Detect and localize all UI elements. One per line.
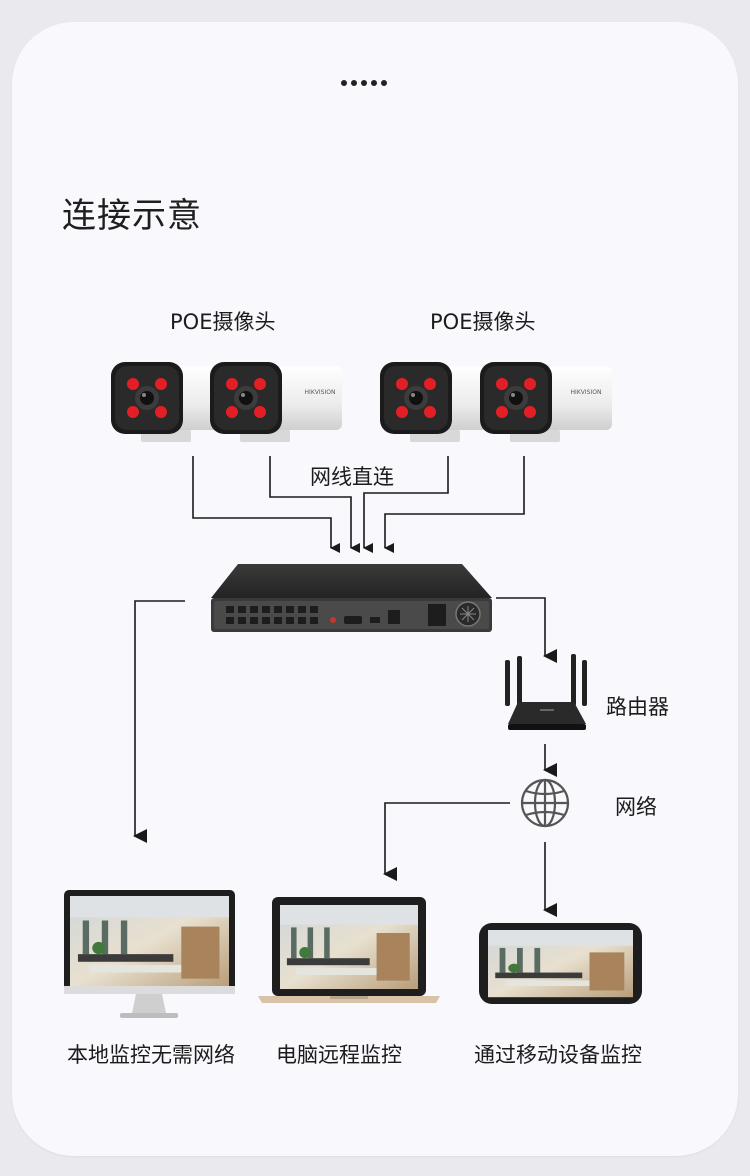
link-nvr-monitor xyxy=(133,600,185,843)
nvr-recorder-icon xyxy=(211,564,492,632)
camera-4 xyxy=(480,362,612,442)
wifi-router-icon xyxy=(505,654,587,730)
globe-icon xyxy=(520,778,570,828)
cable-camera-4 xyxy=(384,456,525,553)
phone-caption: 通过移动设备监控 xyxy=(474,1043,642,1067)
cable-camera-2 xyxy=(269,456,360,553)
direct-cable-label: 网线直连 xyxy=(310,465,394,489)
smartphone-icon xyxy=(479,923,642,1004)
cable-camera-1 xyxy=(192,456,340,553)
camera-brand-logo: HIKVISION xyxy=(305,389,336,396)
camera-2 xyxy=(210,362,342,442)
link-network-laptop xyxy=(383,802,510,881)
laptop-caption: 电脑远程监控 xyxy=(276,1043,402,1067)
link-nvr-router xyxy=(496,597,557,663)
laptop-icon xyxy=(258,897,440,1003)
monitor-caption: 本地监控无需网络 xyxy=(67,1043,235,1067)
camera-group-right-label: POE摄像头 xyxy=(430,310,536,334)
desktop-monitor-icon xyxy=(64,890,235,1018)
page-title: 连接示意 xyxy=(62,196,202,236)
camera-group-left-label: POE摄像头 xyxy=(170,310,276,334)
more-dots-icon[interactable] xyxy=(341,71,391,90)
cable-camera-3 xyxy=(363,456,449,553)
router-label: 路由器 xyxy=(606,695,669,719)
camera-brand-logo: HIKVISION xyxy=(571,389,602,396)
network-label: 网络 xyxy=(615,795,657,819)
